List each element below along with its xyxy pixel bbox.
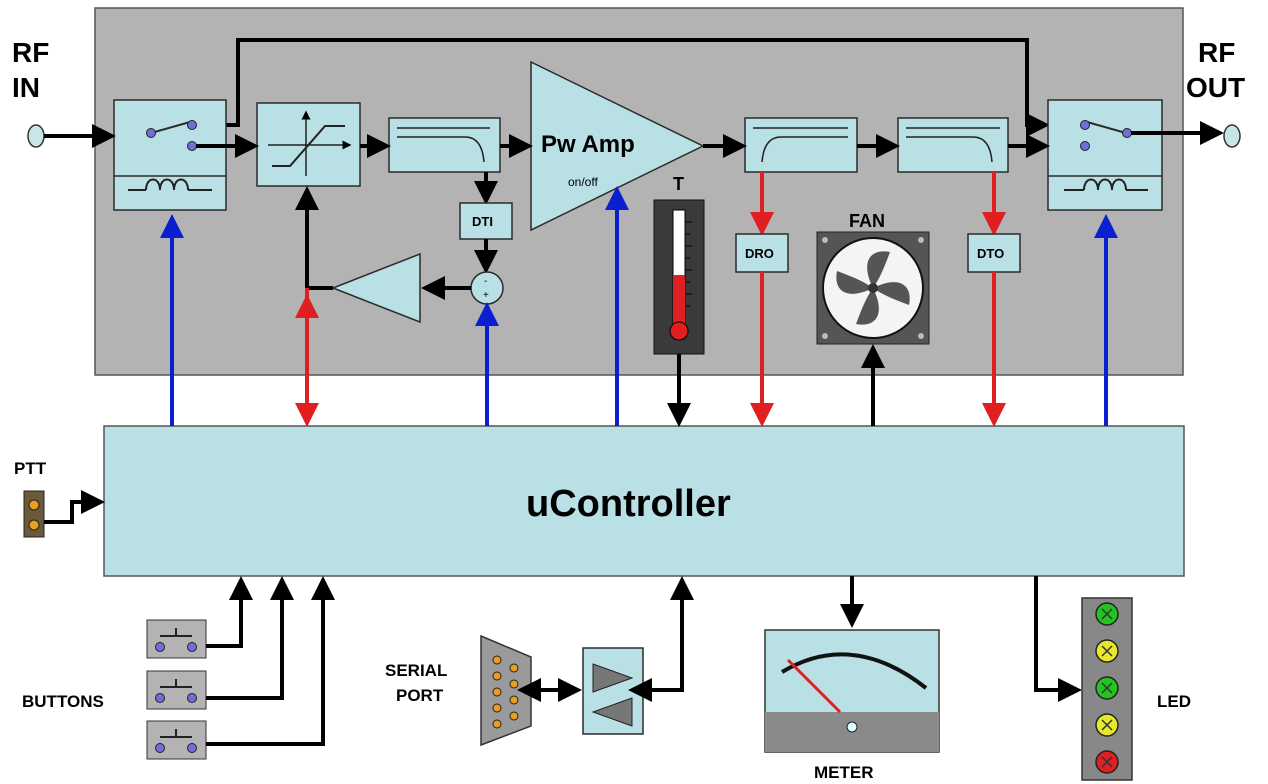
pw-amp-onoff-label: on/off xyxy=(568,175,598,189)
rf-out-connector[interactable] xyxy=(1223,124,1241,148)
svg-text:+: + xyxy=(483,290,489,301)
ptt-line xyxy=(44,490,105,524)
rf-in-label: RF xyxy=(12,37,49,68)
buttons-label: BUTTONS xyxy=(22,692,104,711)
led-indicators xyxy=(1095,602,1119,774)
thermometer xyxy=(653,199,705,355)
output-relay xyxy=(1047,99,1163,211)
dro-label: DRO xyxy=(745,246,774,261)
svg-text:-: - xyxy=(484,276,487,287)
comparator-node: - + xyxy=(470,271,504,305)
bypass-line xyxy=(226,38,1050,137)
push-button-1[interactable] xyxy=(146,619,207,659)
lowpass-filter-2 xyxy=(897,117,1009,173)
push-button-3[interactable] xyxy=(146,720,207,760)
led-2-mark xyxy=(1101,645,1113,657)
driver-to-ctrl-line xyxy=(628,576,694,702)
rf-out-label-2: OUT xyxy=(1186,72,1245,103)
serial-port-connector[interactable] xyxy=(480,634,532,747)
led-5-mark xyxy=(1101,756,1113,768)
highpass-filter xyxy=(744,117,858,173)
microcontroller-block xyxy=(103,425,1185,577)
led-4-mark xyxy=(1101,719,1113,731)
input-relay xyxy=(113,99,227,211)
limiter-block xyxy=(256,102,361,187)
serial-port-label: SERIAL xyxy=(385,661,447,680)
fan-icon xyxy=(816,231,930,345)
lowpass-filter-1 xyxy=(388,117,501,173)
dto-detector: DTO xyxy=(967,233,1021,273)
serial-port-label-2: PORT xyxy=(396,686,444,705)
dto-label: DTO xyxy=(977,246,1004,261)
rf-out-label: RF xyxy=(1198,37,1235,68)
ctrl-to-led-line xyxy=(1034,576,1082,702)
microcontroller-label: uController xyxy=(526,483,731,525)
rf-in-label-2: IN xyxy=(12,72,40,103)
dti-label: DTI xyxy=(472,214,493,229)
meter-label: METER xyxy=(814,763,874,782)
ptt-label: PTT xyxy=(14,459,47,478)
ptt-connector[interactable] xyxy=(23,490,45,538)
analog-meter xyxy=(764,629,940,753)
rf-module-panel xyxy=(94,7,1184,376)
led-label: LED xyxy=(1157,692,1191,711)
button-2-line xyxy=(206,576,294,700)
led-1-mark xyxy=(1101,608,1113,620)
led-3-mark xyxy=(1101,682,1113,694)
rf-signal-path xyxy=(44,121,1224,158)
rf-in-connector[interactable] xyxy=(27,124,45,148)
serial-line-driver xyxy=(582,647,644,735)
led-panel xyxy=(1081,597,1133,781)
button-3-line xyxy=(206,576,335,746)
error-amplifier xyxy=(330,252,421,324)
pw-amp-label: Pw Amp xyxy=(541,131,635,158)
fan-label: FAN xyxy=(849,211,885,231)
dti-detector: DTI xyxy=(459,202,513,240)
dro-detector: DRO xyxy=(735,233,789,273)
thermometer-label: T xyxy=(673,174,684,194)
push-button-2[interactable] xyxy=(146,670,207,710)
button-1-line xyxy=(206,576,253,648)
